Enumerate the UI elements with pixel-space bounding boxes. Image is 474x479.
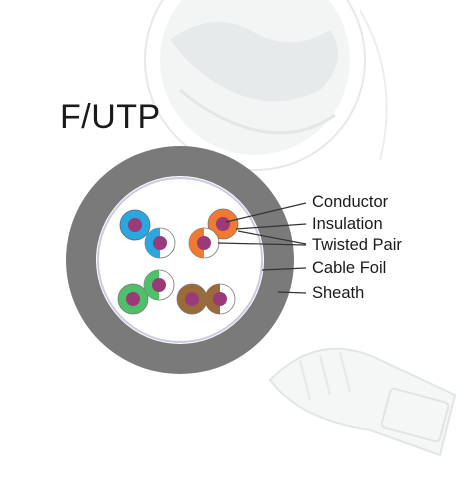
leader-lines — [217, 202, 307, 294]
twisted-pair-orange — [188, 208, 239, 259]
leader-cable-foil — [261, 267, 307, 271]
label-conductor: Conductor — [312, 193, 389, 211]
twisted-pair-blue — [119, 209, 176, 259]
leader-twisted-pair-1 — [237, 230, 307, 245]
watermark-connector — [268, 347, 457, 457]
label-sheath: Sheath — [312, 284, 365, 302]
diagram-title: F/UTP — [60, 98, 161, 136]
twisted-pair-brown — [176, 283, 236, 315]
leader-conductor — [225, 202, 307, 223]
label-cable-foil: Cable Foil — [312, 259, 387, 277]
label-twisted-pair: Twisted Pair — [312, 236, 402, 254]
leader-insulation — [235, 223, 307, 230]
leader-twisted-pair-2 — [217, 242, 307, 246]
label-insulation: Insulation — [312, 215, 383, 233]
cable-interior — [100, 180, 260, 340]
watermark-globe — [144, 0, 388, 171]
twisted-pair-green — [117, 269, 175, 315]
cable-foil-ring — [97, 177, 263, 343]
leader-sheath — [277, 291, 307, 294]
